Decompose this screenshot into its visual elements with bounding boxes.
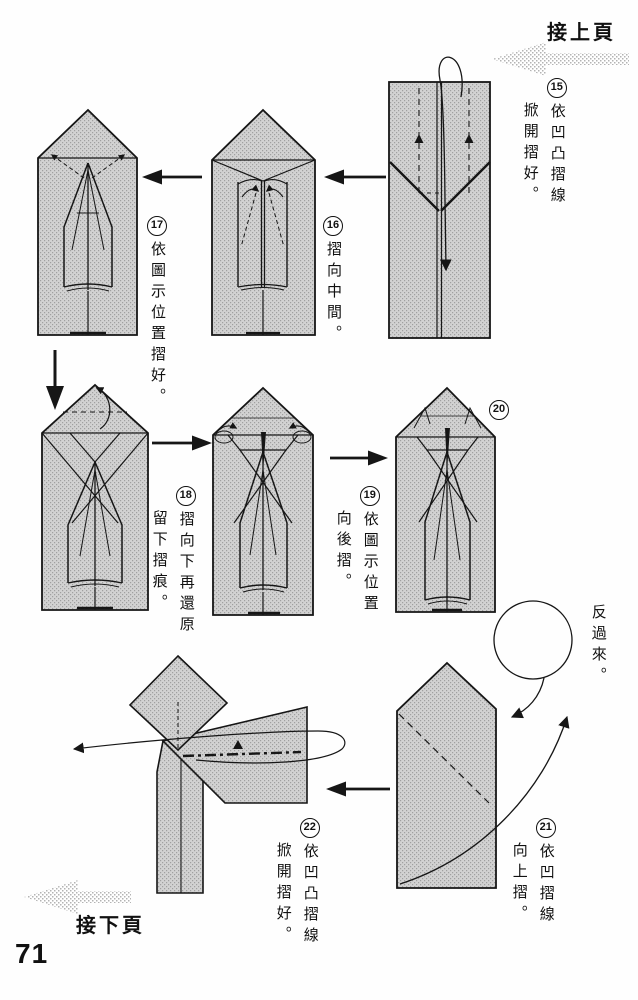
step-18-number-badge: 18 bbox=[175, 486, 196, 506]
figure-step-15 bbox=[388, 56, 491, 339]
fold-crease-arrow-icon bbox=[95, 387, 111, 430]
step-22-text-col2: 掀開摺好。 bbox=[274, 842, 292, 947]
fold-in-arrow-icon bbox=[265, 184, 284, 198]
flow-arrow-left-icon bbox=[142, 169, 202, 185]
step-18-text-col1: 18摺向下再還原 bbox=[175, 486, 196, 637]
figure-step-18 bbox=[41, 383, 149, 611]
step-19-text-col2: 向後摺。 bbox=[334, 510, 352, 594]
step-15-text-col2: 掀開摺好。 bbox=[521, 102, 539, 207]
unfold-loop-arrow-icon bbox=[72, 730, 346, 764]
continued-from-previous-page-label: 接上頁 bbox=[547, 22, 616, 44]
step-21-text-col1: 21依凹摺線 bbox=[535, 818, 556, 927]
figure-step-19 bbox=[212, 386, 314, 616]
step-20-marker: 20 bbox=[489, 400, 509, 425]
step-17-number-badge: 17 bbox=[147, 216, 167, 236]
step-20-text-col1: 20 bbox=[489, 400, 509, 425]
step-19-text-col1: 19依圖示位置 bbox=[359, 486, 380, 616]
flow-arrow-right-icon bbox=[330, 450, 388, 466]
unfold-arrow-icon bbox=[438, 56, 463, 272]
step-17-text-col1: 17依圖示位置摺好。 bbox=[147, 216, 167, 409]
step-18-caption: 18摺向下再還原 留下摺痕。 bbox=[149, 486, 196, 637]
flow-arrow-down-icon bbox=[46, 350, 64, 410]
step-18-text-col2: 留下摺痕。 bbox=[150, 510, 168, 615]
step-21-number-badge: 21 bbox=[535, 818, 556, 838]
figure-step-20 bbox=[395, 386, 496, 613]
flow-arrows bbox=[142, 169, 390, 797]
step-21-text-col2: 向上摺。 bbox=[510, 842, 528, 926]
step-15-number-badge: 15 bbox=[546, 78, 567, 98]
continue-to-arrow-icon bbox=[24, 880, 131, 914]
fold-arrow-icon bbox=[288, 422, 311, 434]
step-15-caption: 15依凹凸摺線 掀開摺好。 bbox=[520, 78, 567, 208]
step-16-caption: 16摺向中間。 bbox=[323, 216, 343, 346]
page-number: 71 bbox=[15, 938, 49, 969]
figure-step-17 bbox=[37, 108, 138, 336]
fold-in-arrow-icon bbox=[241, 184, 260, 198]
turn-over-symbol-icon bbox=[493, 600, 573, 719]
step-17-caption: 17依圖示位置摺好。 bbox=[147, 216, 167, 409]
step-19-number-badge: 19 bbox=[359, 486, 380, 506]
figure-step-16 bbox=[211, 108, 316, 336]
flow-arrow-left-icon bbox=[324, 169, 386, 185]
fold-arrow-icon bbox=[215, 422, 238, 434]
step-16-text-col1: 16摺向中間。 bbox=[323, 216, 343, 346]
continue-to-next-page-label: 接下頁 bbox=[76, 915, 145, 937]
step-20-number-badge: 20 bbox=[489, 400, 509, 420]
turn-over-note-text: 反過來。 bbox=[589, 604, 607, 688]
step-22-caption: 22依凹凸摺線 掀開摺好。 bbox=[273, 818, 320, 948]
flow-arrow-right-icon bbox=[152, 435, 212, 451]
turn-over-note: 反過來。 bbox=[588, 604, 607, 688]
fold-up-arrow-icon bbox=[399, 715, 570, 885]
step-19-caption: 19依圖示位置 向後摺。 bbox=[333, 486, 380, 616]
continued-from-arrow-icon bbox=[492, 42, 629, 76]
step-22-text-col1: 22依凹凸摺線 bbox=[299, 818, 320, 948]
step-21-caption: 21依凹摺線 向上摺。 bbox=[509, 818, 556, 927]
figure-step-21 bbox=[396, 661, 570, 889]
step-16-number-badge: 16 bbox=[323, 216, 343, 236]
flow-arrow-left-icon bbox=[326, 781, 390, 797]
figure-step-22 bbox=[72, 654, 346, 894]
step-22-number-badge: 22 bbox=[299, 818, 320, 838]
step-15-text-col1: 15依凹凸摺線 bbox=[546, 78, 567, 208]
